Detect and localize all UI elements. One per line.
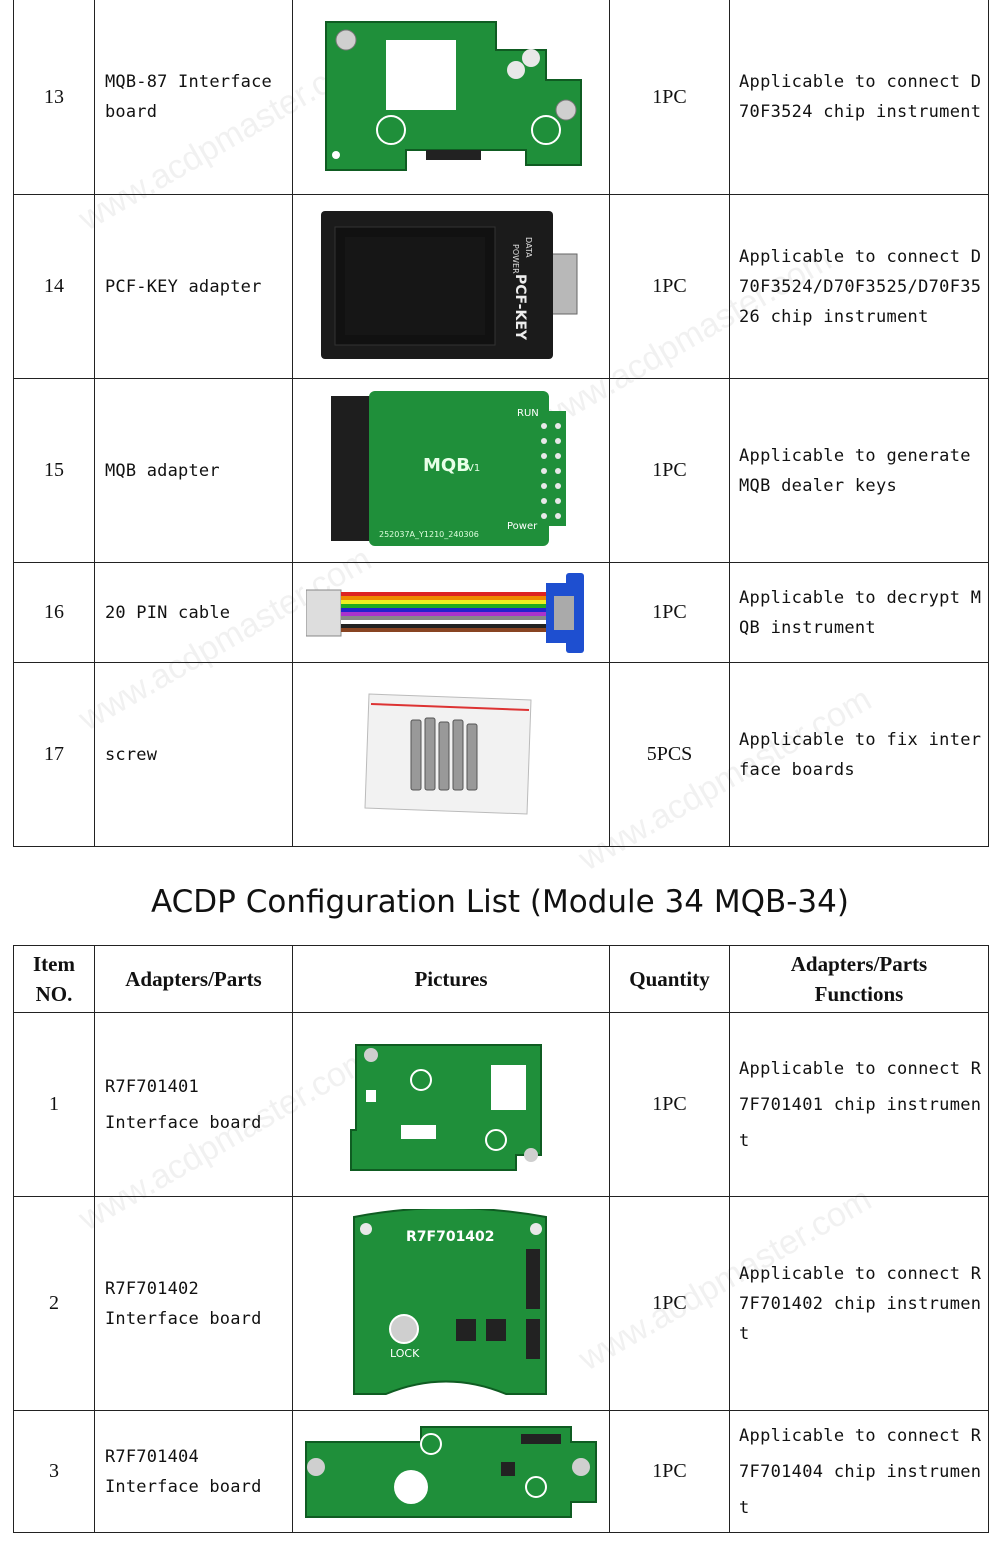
pcb-board-image: [305, 1425, 597, 1518]
section-title: ACDP Configuration List (Module 34 MQB-3…: [151, 884, 849, 920]
run-label: RUN: [517, 408, 539, 419]
data-label: DATA: [524, 237, 533, 258]
header-adapters-parts: Adapters/Parts: [94, 945, 293, 1013]
part-picture: [292, 662, 610, 847]
part-quantity: 1PC: [609, 1196, 730, 1411]
part-name: 20 PIN cable: [94, 562, 293, 663]
part-quantity: 1PC: [609, 1012, 730, 1197]
item-number: 17: [13, 662, 95, 847]
table-row: 14 PCF-KEY adapter POWER DATA PCF-KEY 1P…: [13, 194, 989, 379]
part-quantity: 1PC: [609, 1410, 730, 1533]
part-picture: POWER DATA PCF-KEY: [292, 194, 610, 379]
pcb-board-image: R7F701402 LOCK: [353, 1208, 547, 1395]
table-row: 1 R7F701401 Interface board 1PC Applicab…: [13, 1012, 989, 1197]
table-header-row: Item NO. Adapters/Parts Pictures Quantit…: [13, 945, 989, 1013]
version-label: V1: [467, 463, 480, 474]
table-row: 17 screw 5PCS Applicable to fix interfac…: [13, 662, 989, 847]
header-pictures: Pictures: [292, 945, 610, 1013]
item-number: 3: [13, 1410, 95, 1533]
header-quantity: Quantity: [609, 945, 730, 1013]
power-label: Power: [507, 521, 538, 532]
part-quantity: 1PC: [609, 562, 730, 663]
part-function: Applicable to generate MQB dealer keys: [729, 378, 989, 563]
part-picture: R7F701402 LOCK: [292, 1196, 610, 1411]
table-row: 15 MQB adapter MQB V1 RUN Power 252037A_…: [13, 378, 989, 563]
part-function: Applicable to connect R7F701404 chip ins…: [729, 1410, 989, 1533]
part-quantity: 1PC: [609, 0, 730, 195]
item-number: 13: [13, 0, 95, 195]
part-picture: [292, 1012, 610, 1197]
part-name: MQB adapter: [94, 378, 293, 563]
part-name: PCF-KEY adapter: [94, 194, 293, 379]
table-row: 13 MQB-87 Interface board 1PC Applicable…: [13, 0, 989, 195]
part-picture: [292, 0, 610, 195]
part-function: Applicable to connect R7F701402 chip ins…: [729, 1196, 989, 1411]
part-name: screw: [94, 662, 293, 847]
ribbon-cable-image: [306, 572, 584, 653]
item-number: 14: [13, 194, 95, 379]
chip-model-label: R7F701402: [406, 1229, 495, 1245]
part-picture: [292, 1410, 610, 1533]
part-name: R7F701404 Interface board: [94, 1410, 293, 1533]
part-function: Applicable to connect R7F701401 chip ins…: [729, 1012, 989, 1197]
header-functions: Adapters/Parts Functions: [729, 945, 989, 1013]
table-row: 16 20 PIN cable: [13, 562, 989, 663]
part-quantity: 1PC: [609, 378, 730, 563]
parts-table-continued: 13 MQB-87 Interface board 1PC Applicable…: [13, 0, 989, 847]
item-number: 15: [13, 378, 95, 563]
screw-bag-image: [364, 692, 532, 815]
part-name: R7F701401 Interface board: [94, 1012, 293, 1197]
part-function: Applicable to decrypt MQB instrument: [729, 562, 989, 663]
pcf-key-label: PCF-KEY: [512, 274, 528, 341]
item-number: 1: [13, 1012, 95, 1197]
header-item-no: Item NO.: [13, 945, 95, 1013]
pcb-board-image: [325, 20, 582, 171]
part-picture: MQB V1 RUN Power 252037A_Y1210_240306: [292, 378, 610, 563]
pcb-board-image: [350, 1043, 542, 1171]
part-function: Applicable to fix interface boards: [729, 662, 989, 847]
part-name: R7F701402 Interface board: [94, 1196, 293, 1411]
part-name: MQB-87 Interface board: [94, 0, 293, 195]
item-number: 2: [13, 1196, 95, 1411]
pcf-key-adapter-image: POWER DATA PCF-KEY: [321, 211, 578, 359]
serial-label: 252037A_Y1210_240306: [379, 530, 479, 539]
mqb-label: MQB: [423, 455, 470, 476]
power-label: POWER: [511, 244, 520, 274]
lock-label: LOCK: [390, 1347, 420, 1360]
part-picture: [292, 562, 610, 663]
configuration-table: Item NO. Adapters/Parts Pictures Quantit…: [13, 945, 989, 1533]
item-number: 16: [13, 562, 95, 663]
part-quantity: 5PCS: [609, 662, 730, 847]
part-function: Applicable to connect D70F3524 chip inst…: [729, 0, 989, 195]
table-row: 3 R7F701404 Interface board 1PC Applicab…: [13, 1410, 989, 1533]
mqb-adapter-image: MQB V1 RUN Power 252037A_Y1210_240306: [331, 390, 566, 546]
table-row: 2 R7F701402 Interface board R7F701402 LO…: [13, 1196, 989, 1411]
part-function: Applicable to connect D70F3524/D70F3525/…: [729, 194, 989, 379]
part-quantity: 1PC: [609, 194, 730, 379]
